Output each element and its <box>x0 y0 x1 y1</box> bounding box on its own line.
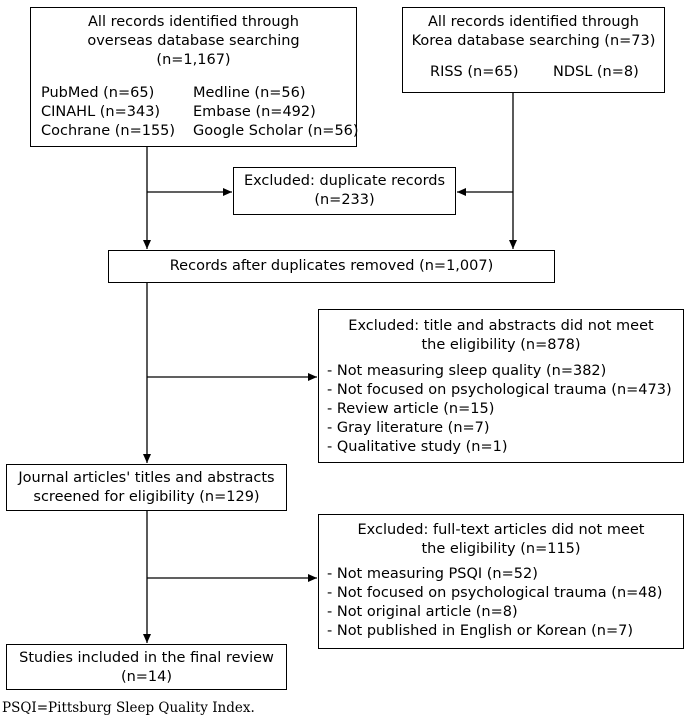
db-medline: Medline (n=56) <box>193 85 306 101</box>
excluded-fulltext-box: Excluded: full-text articles did not mee… <box>318 514 684 649</box>
included-count: (n=14) <box>120 669 173 685</box>
duplicates-label: Excluded: duplicate records <box>243 173 446 189</box>
included-label: Studies included in the final review <box>19 650 274 666</box>
list-item: - Review article (n=15) <box>327 401 495 417</box>
records-after-duplicates-label: Records after duplicates removed (n=1,00… <box>169 258 494 274</box>
excluded-title-abstract-box: Excluded: title and abstracts did not me… <box>318 309 684 463</box>
screened-label: screened for eligibility (n=129) <box>33 489 260 505</box>
studies-included-box: Studies included in the final review (n=… <box>6 644 287 690</box>
db-cochrane: Cochrane (n=155) <box>41 123 176 139</box>
excluded-title-heading: the eligibility (n=878) <box>421 337 581 353</box>
overseas-count: (n=1,167) <box>156 52 231 68</box>
list-item: - Gray literature (n=7) <box>327 420 490 436</box>
db-pubmed: PubMed (n=65) <box>41 85 155 101</box>
list-item: - Not focused on psychological trauma (n… <box>327 585 663 601</box>
overseas-title-line: All records identified through <box>88 14 299 30</box>
list-item: - Qualitative study (n=1) <box>327 439 508 455</box>
db-embase: Embase (n=492) <box>193 104 316 120</box>
screened-eligibility-box: Journal articles' titles and abstracts s… <box>6 464 287 511</box>
list-item: - Not original article (n=8) <box>327 604 518 620</box>
db-cinahl: CINAHL (n=343) <box>41 104 161 120</box>
footnote: PSQI=Pittsburg Sleep Quality Index. <box>2 700 255 716</box>
db-ndsl: NDSL (n=8) <box>553 64 639 80</box>
list-item: - Not published in English or Korean (n=… <box>327 623 634 639</box>
db-riss: RISS (n=65) <box>430 64 519 80</box>
duplicates-count: (n=233) <box>314 192 375 208</box>
list-item: - Not measuring sleep quality (n=382) <box>327 363 607 379</box>
list-item: - Not focused on psychological trauma (n… <box>327 382 672 398</box>
list-item: - Not measuring PSQI (n=52) <box>327 566 538 582</box>
excluded-fulltext-heading: Excluded: full-text articles did not mee… <box>357 522 645 538</box>
db-google-scholar: Google Scholar (n=56) <box>193 123 359 139</box>
records-after-duplicates-box: Records after duplicates removed (n=1,00… <box>108 250 555 283</box>
excluded-fulltext-heading: the eligibility (n=115) <box>421 541 581 557</box>
excluded-title-heading: Excluded: title and abstracts did not me… <box>348 318 654 334</box>
excluded-title-reasons: - Not measuring sleep quality (n=382) - … <box>327 362 683 457</box>
excluded-fulltext-reasons: - Not measuring PSQI (n=52) - Not focuse… <box>327 565 683 641</box>
screened-label: Journal articles' titles and abstracts <box>18 470 275 486</box>
overseas-records-box: All records identified through overseas … <box>30 7 359 147</box>
korea-records-box: All records identified through Korea dat… <box>402 7 665 93</box>
overseas-title-line: overseas database searching <box>87 33 300 49</box>
korea-title-line: All records identified through <box>428 14 639 30</box>
korea-title-line: Korea database searching (n=73) <box>411 33 656 49</box>
duplicates-excluded-box: Excluded: duplicate records (n=233) <box>233 167 456 215</box>
